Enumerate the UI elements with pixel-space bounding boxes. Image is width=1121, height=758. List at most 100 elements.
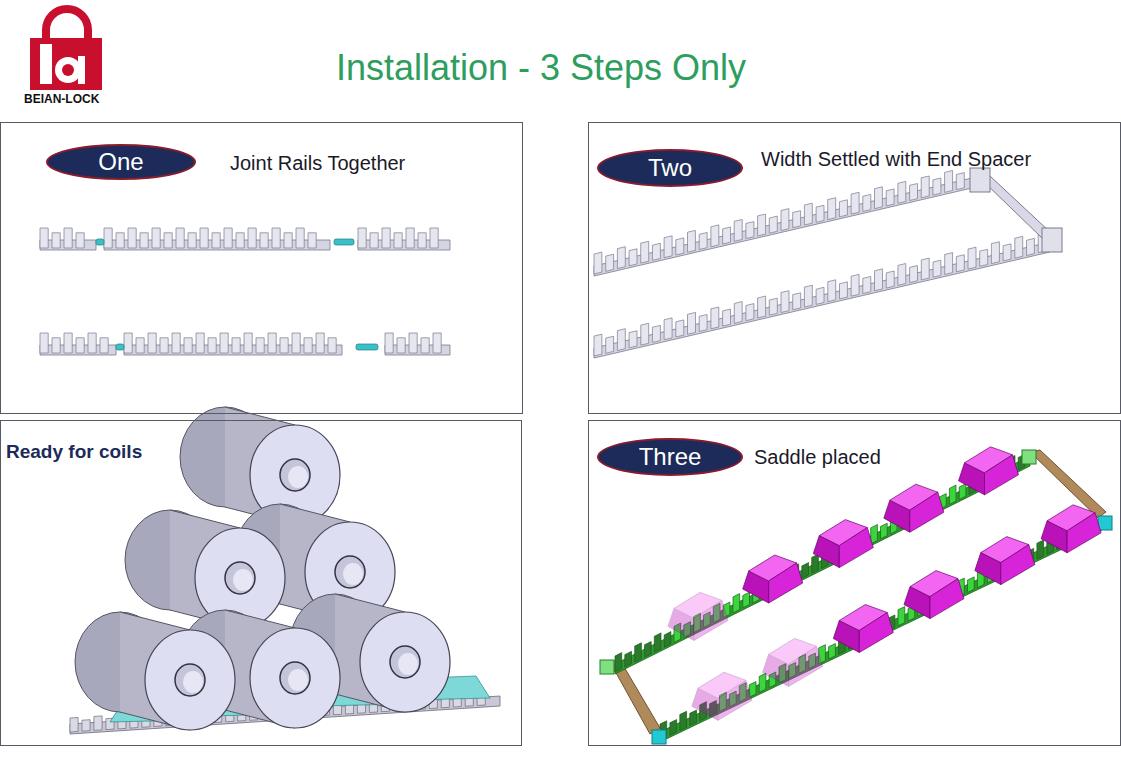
rail-tooth (664, 318, 672, 340)
rail-tooth (881, 523, 888, 539)
rail-base (594, 242, 1050, 358)
saddle (743, 555, 803, 603)
rail-tooth (933, 260, 941, 277)
rail-tooth (769, 216, 777, 233)
saddle (959, 447, 1019, 495)
step-caption: Joint Rails Together (230, 151, 405, 175)
rail-tooth (94, 716, 102, 731)
rail-tooth (594, 334, 602, 356)
rail-tooth (816, 287, 824, 304)
rail-tooth (184, 338, 192, 353)
rail-tooth (208, 338, 216, 353)
saddle-face (718, 680, 752, 720)
rail-tooth (676, 238, 684, 255)
rail-tooth (699, 315, 707, 332)
rail-tooth (733, 594, 740, 613)
saddle-face (789, 646, 823, 686)
rail-tooth (615, 653, 622, 672)
end-block (1042, 228, 1062, 252)
rail-tooth (746, 222, 754, 239)
step-caption: Saddle placed (754, 445, 881, 469)
rail-tooth (812, 554, 819, 573)
end-block (652, 730, 666, 744)
coil-hole (390, 646, 420, 678)
rail-tooth (52, 338, 60, 353)
rail-tooth (910, 266, 918, 283)
coil-edge (335, 594, 405, 612)
saddle (975, 537, 1035, 585)
rail-tooth (292, 333, 300, 353)
rail-tooth (224, 228, 232, 248)
coil-hole (280, 662, 310, 694)
rail-tooth (76, 338, 84, 353)
saddle (692, 672, 752, 720)
rail-tooth (851, 192, 859, 214)
rail-tooth (160, 338, 168, 353)
rail-tooth (40, 228, 48, 248)
rail-tooth (746, 304, 754, 321)
rail-tooth (898, 607, 905, 626)
rail-tooth (758, 296, 766, 318)
coil-face (360, 612, 450, 712)
rail-tooth (256, 338, 264, 353)
rail-tooth (316, 333, 324, 353)
rail-tooth (397, 338, 405, 353)
rail-tooth (959, 484, 966, 500)
rail-tooth (652, 325, 660, 342)
coil-hole (175, 664, 205, 696)
coil-hole-inner (233, 569, 253, 591)
logo (30, 9, 102, 90)
rail-tooth (1015, 236, 1023, 258)
coil-hole-inner (343, 563, 363, 585)
end-block (1022, 450, 1036, 464)
rail-tooth (723, 309, 731, 326)
rail-tooth (268, 333, 276, 353)
rail-tooth (88, 333, 96, 353)
rail-tooth (116, 233, 124, 248)
rail-tooth (606, 336, 614, 353)
rail-base (615, 456, 1030, 674)
saddle-face (985, 455, 1019, 495)
step-panel: Joint Rails TogetherOne (0, 122, 523, 414)
rail-tooth (680, 711, 687, 730)
rail-tooth (956, 255, 964, 272)
end-spacer (982, 176, 1050, 238)
rail-tooth (296, 228, 304, 248)
logo-stem (40, 44, 52, 84)
rail-tooth (886, 271, 894, 288)
rail-tooth (851, 274, 859, 296)
joint-pin (116, 344, 124, 350)
end-block (600, 660, 614, 674)
saddle (763, 638, 823, 686)
coil-edge (170, 510, 240, 528)
rail-tooth (910, 184, 918, 201)
rail-tooth (804, 285, 812, 307)
rail-tooth (945, 253, 953, 275)
rail-tooth (690, 710, 697, 726)
rail-tooth (793, 293, 801, 310)
rail-tooth (676, 320, 684, 337)
logo-bowl (55, 57, 81, 83)
rail-tooth (875, 187, 883, 209)
rail-tooth (236, 233, 244, 248)
rail-tooth (188, 233, 196, 248)
rail-tooth (886, 189, 894, 206)
saddle-face (769, 563, 803, 603)
rail-tooth (64, 228, 72, 248)
saddle (884, 484, 944, 532)
rail-tooth (128, 228, 136, 248)
rail-tooth (1027, 238, 1035, 255)
coil-hole-inner (288, 466, 308, 488)
saddle-face (930, 579, 964, 619)
rail-tooth (758, 214, 766, 236)
rail-tooth (875, 269, 883, 291)
step-number: Two (648, 156, 692, 180)
rail-tooth (711, 225, 719, 247)
rail-tooth (863, 277, 871, 294)
rail-tooth (802, 563, 809, 579)
step-caption: Width Settled with End Spacer (761, 147, 1031, 171)
steel-coil (180, 407, 340, 525)
coil-hole-inner (288, 669, 308, 691)
rail-tooth (828, 280, 836, 302)
